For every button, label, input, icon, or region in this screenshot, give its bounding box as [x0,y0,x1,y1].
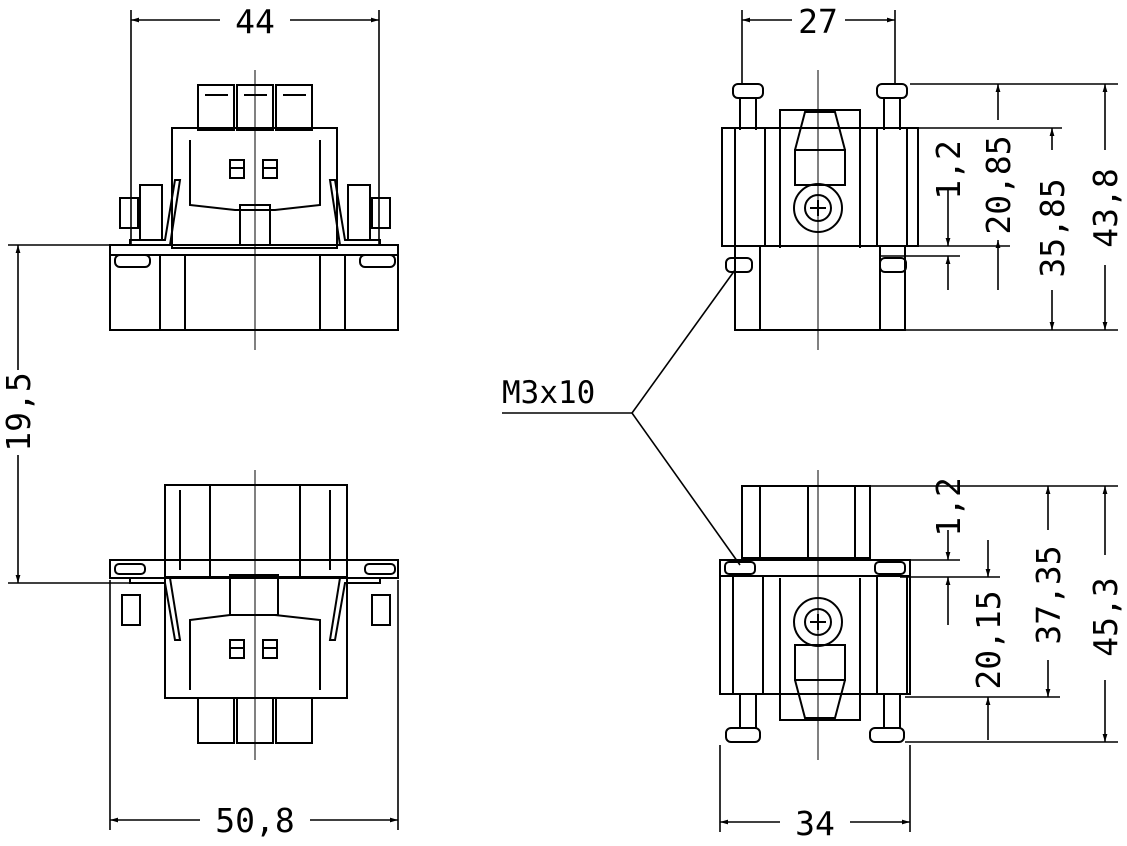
side-view-bottom [719,470,911,760]
dim-side-bottom-overall: 45,3 [1086,577,1125,656]
dim-side-bottom-upper: 37,35 [1029,545,1068,644]
dim-top-width: 44 [235,2,275,41]
dim-side-top-width: 27 [798,2,838,41]
side-view-top [721,70,919,350]
front-view-top [109,70,399,350]
dim-side-top-gap: 1,2 [929,140,968,200]
front-view-bottom [109,470,399,760]
dim-side-bottom-gap: 1,2 [929,477,968,537]
dimension-lines [8,10,1118,832]
dim-side-bottom-width: 34 [795,804,835,843]
dim-side-top-upper: 35,85 [1033,178,1072,277]
dim-left-height: 19,5 [0,372,38,451]
screw-label: M3x10 [502,375,595,411]
dim-side-top-mid: 20,85 [979,135,1018,234]
dim-side-bottom-mid: 20,15 [969,590,1008,689]
dim-side-top-overall: 43,8 [1086,168,1125,247]
dim-bottom-width: 50,8 [215,801,294,840]
